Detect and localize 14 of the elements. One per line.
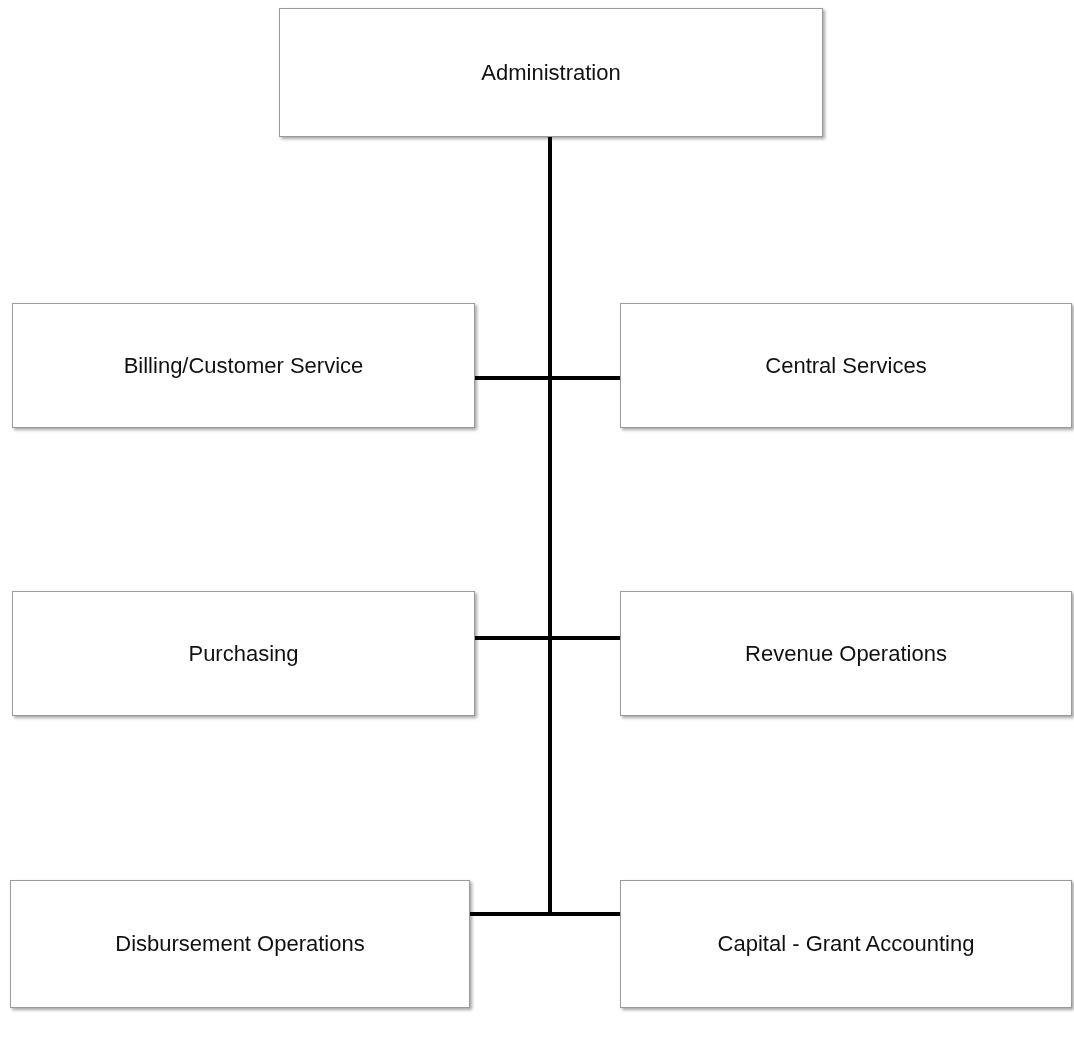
box-label: Capital - Grant Accounting <box>717 931 975 957</box>
box-label: Billing/Customer Service <box>123 352 364 379</box>
org-box <box>620 591 1072 716</box>
org-box <box>12 591 475 716</box>
box-label: Purchasing <box>188 640 299 667</box>
box-label: Disbursement Operations <box>115 931 365 957</box>
org-box <box>279 8 823 137</box>
org-box <box>10 880 470 1008</box>
box-label: Central Services <box>765 352 927 379</box>
org-box <box>620 880 1072 1008</box>
org-box <box>12 303 475 428</box>
box-label: Revenue Operations <box>745 640 947 667</box>
box-label: Administration <box>481 59 621 86</box>
org-box <box>620 303 1072 428</box>
